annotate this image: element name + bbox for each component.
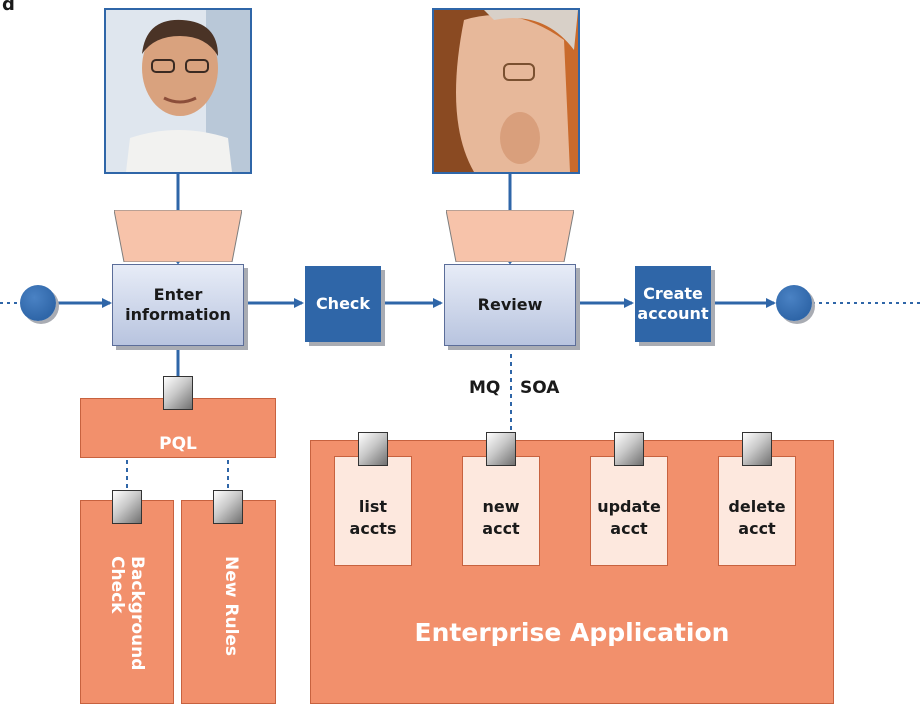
enter-information-task[interactable]: Enter information — [112, 264, 244, 346]
end-event[interactable] — [776, 285, 812, 321]
enter-information-label: Enter information — [125, 285, 231, 324]
operation-label: list accts — [349, 497, 397, 538]
task-input-trapezoid-enter — [114, 210, 242, 262]
start-event[interactable] — [20, 285, 56, 321]
operation-update-acct[interactable]: update acct — [590, 456, 668, 566]
create-account-label: Create account — [637, 284, 709, 323]
enterprise-application-title: Enterprise Application — [414, 618, 730, 647]
task-input-trapezoid-review — [446, 210, 574, 262]
soa-label: SOA — [520, 378, 560, 398]
operation-list-accts[interactable]: list accts — [334, 456, 412, 566]
new-rules-module[interactable] — [181, 500, 276, 704]
delete-acct-port-icon — [742, 432, 772, 466]
check-service[interactable]: Check — [305, 266, 381, 342]
person-photo-data-entry — [104, 8, 252, 174]
operation-delete-acct[interactable]: delete acct — [718, 456, 796, 566]
new-acct-port-icon — [486, 432, 516, 466]
operation-new-acct[interactable]: new acct — [462, 456, 540, 566]
new-rules-label: New Rules — [221, 556, 241, 657]
person-icon — [106, 10, 250, 172]
background-check-label: Background Check — [107, 556, 147, 671]
create-account-service[interactable]: Create account — [635, 266, 711, 342]
operation-label: new acct — [482, 497, 520, 538]
pql-label: PQL — [159, 434, 197, 454]
check-label: Check — [315, 294, 371, 313]
mq-label: MQ — [469, 378, 501, 398]
update-acct-port-icon — [614, 432, 644, 466]
corner-label: d — [2, 0, 15, 15]
review-task[interactable]: Review — [444, 264, 576, 346]
operation-label: delete acct — [728, 497, 786, 538]
person-photo-reviewer — [432, 8, 580, 174]
person-icon — [434, 10, 578, 172]
background-check-port-icon — [112, 490, 142, 524]
review-label: Review — [477, 295, 543, 314]
operation-label: update acct — [597, 497, 661, 538]
pql-port-icon — [163, 376, 193, 410]
new-rules-port-icon — [213, 490, 243, 524]
list-accts-port-icon — [358, 432, 388, 466]
